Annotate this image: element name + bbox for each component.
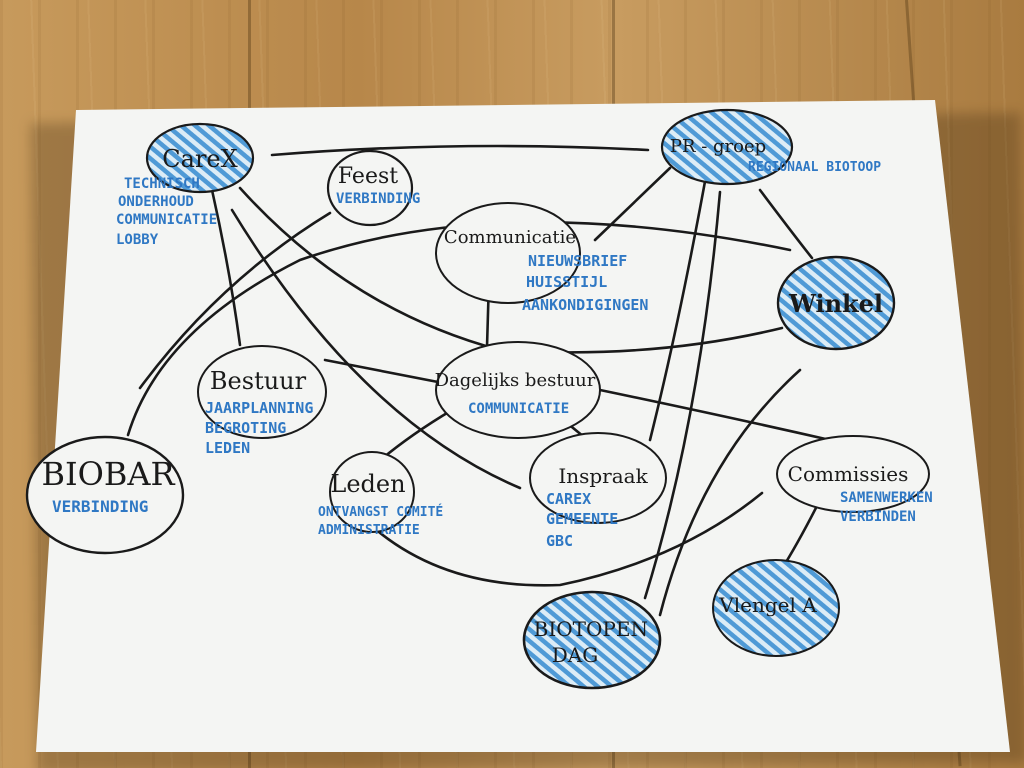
- node-dagelijks-bestuur: Dagelijks bestuur COMMUNICATIE: [435, 341, 601, 439]
- node-bubble: [776, 255, 896, 351]
- node-bubble: [529, 432, 667, 524]
- node-carex: CareX TECHNISCH ONDERHOUD COMMUNICATIE L…: [116, 122, 255, 248]
- node-label: Leden: [330, 470, 405, 498]
- connection-lines: [126, 144, 832, 617]
- node-biobar: BIOBAR VERBINDING: [25, 435, 185, 555]
- node-label: BIOBAR: [41, 455, 175, 493]
- node-label: Dagelijks bestuur: [435, 370, 596, 391]
- node-communicatie: Communicatie NIEUWSBRIEF HUISSTIJL AANKO…: [435, 202, 648, 314]
- node-label: Bestuur: [210, 367, 307, 395]
- node-vlengel: Vlengel A: [712, 559, 840, 657]
- node-label: Vlengel A: [718, 593, 817, 617]
- connection-line: [230, 208, 522, 490]
- node-note: REGIONAAL BIOTOOP: [748, 160, 881, 175]
- node-note: VERBINDING: [336, 191, 420, 207]
- node-notes: CAREX GEMEENTE GBC: [546, 490, 627, 550]
- node-label: CareX: [162, 145, 237, 173]
- node-label: Commissies: [788, 462, 909, 486]
- node-notes: SAMENWERKEN VERBINDEN: [840, 490, 941, 525]
- node-bubble: [145, 122, 255, 194]
- node-bestuur: Bestuur JAARPLANNING BEGROTING LEDEN: [197, 345, 327, 457]
- node-notes: ONTVANGST COMITÉ ADMINISTRATIE: [318, 504, 451, 538]
- node-label: Inspraak: [558, 464, 648, 488]
- node-bubble: [25, 435, 185, 555]
- node-note: COMMUNICATIE: [468, 401, 569, 417]
- node-feest: Feest VERBINDING: [326, 149, 420, 227]
- node-inspraak: Inspraak CAREX GEMEENTE GBC: [529, 432, 667, 550]
- connection-line: [598, 388, 832, 442]
- node-leden: Leden ONTVANGST COMITÉ ADMINISTRATIE: [318, 451, 451, 538]
- node-notes: NIEUWSBRIEF HUISSTIJL AANKONDIGINGEN: [522, 252, 648, 314]
- connection-line: [648, 163, 710, 442]
- connection-line: [643, 190, 722, 600]
- node-notes: TECHNISCH ONDERHOUD COMMUNICATIE LOBBY: [116, 176, 226, 248]
- node-note: VERBINDING: [52, 497, 148, 516]
- connection-line: [658, 368, 802, 617]
- node-notes: JAARPLANNING BEGROTING LEDEN: [205, 399, 322, 457]
- connection-line: [593, 166, 672, 242]
- node-commissies: Commissies SAMENWERKEN VERBINDEN: [776, 435, 941, 525]
- connection-line: [270, 144, 650, 157]
- node-bubble: [660, 108, 794, 186]
- node-bubble: [712, 559, 840, 657]
- node-biotopendag: BIOTOPEN DAG: [522, 590, 662, 690]
- node-bubble: [435, 341, 601, 439]
- node-bubble: [435, 202, 581, 304]
- connection-line: [323, 358, 440, 384]
- node-bubble: [776, 435, 930, 513]
- node-label: PR - groep: [670, 136, 766, 157]
- node-label: Feest: [338, 164, 398, 189]
- node-bubble: [326, 149, 414, 227]
- connection-line: [758, 188, 814, 260]
- node-label: Winkel: [788, 289, 883, 318]
- connection-line: [363, 491, 764, 587]
- node-pr-groep: PR - groep REGIONAAL BIOTOOP: [660, 108, 881, 186]
- node-label: Communicatie: [444, 227, 576, 248]
- node-label: BIOTOPEN DAG: [534, 617, 655, 667]
- node-winkel: Winkel: [776, 255, 896, 351]
- connection-line: [138, 211, 332, 390]
- node-bubble: [522, 590, 662, 690]
- node-bubble: [329, 451, 415, 533]
- connection-line: [126, 221, 792, 437]
- node-bubble: [197, 345, 327, 439]
- connection-line: [210, 188, 242, 347]
